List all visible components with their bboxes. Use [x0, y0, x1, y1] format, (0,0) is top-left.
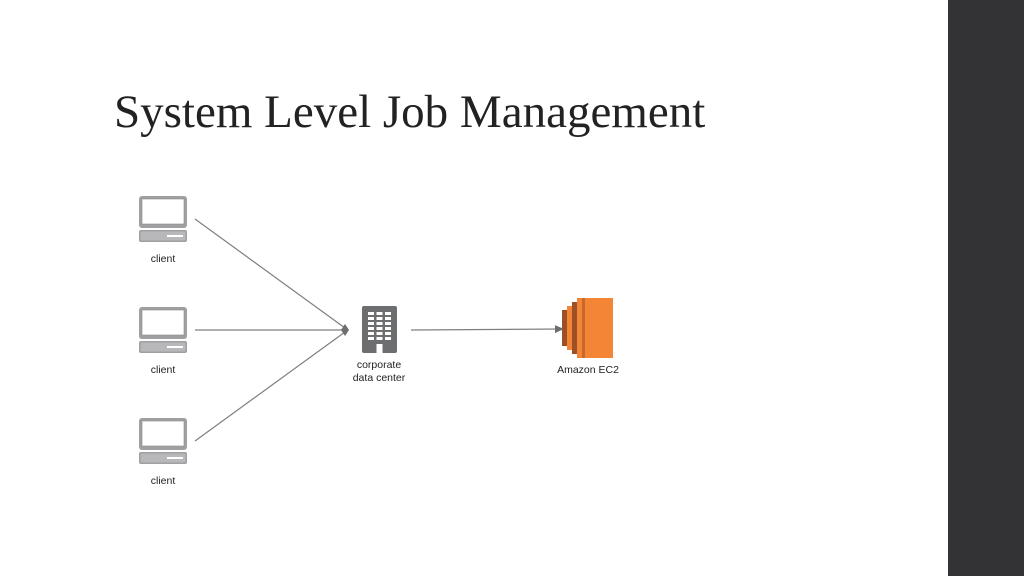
slide-sidebar — [948, 0, 1024, 576]
ec2-label: Amazon EC2 — [557, 364, 619, 376]
slide-title: System Level Job Management — [114, 86, 706, 138]
slide: System Level Job Management — [114, 86, 706, 487]
laptop-icon — [139, 196, 187, 242]
client-label: client — [150, 475, 176, 487]
edge-datacenter-to-ec2 — [410, 325, 564, 334]
connections — [194, 218, 564, 442]
amazon-ec2-icon — [562, 298, 613, 358]
client-label: client — [150, 364, 176, 376]
data-center-label-line-1: corporate — [356, 359, 402, 371]
laptop-icon — [139, 307, 187, 353]
edge-client-1-to-datacenter — [194, 218, 346, 329]
architecture-diagram — [139, 196, 613, 464]
client-label: client — [150, 253, 176, 265]
data-center-label: corporate data center — [334, 359, 424, 385]
server-rack-icon — [362, 306, 397, 353]
data-center-label-line-2: data center — [352, 372, 406, 384]
laptop-icon — [139, 418, 187, 464]
connection-junction — [341, 324, 349, 336]
edge-client-3-to-datacenter — [194, 331, 346, 442]
